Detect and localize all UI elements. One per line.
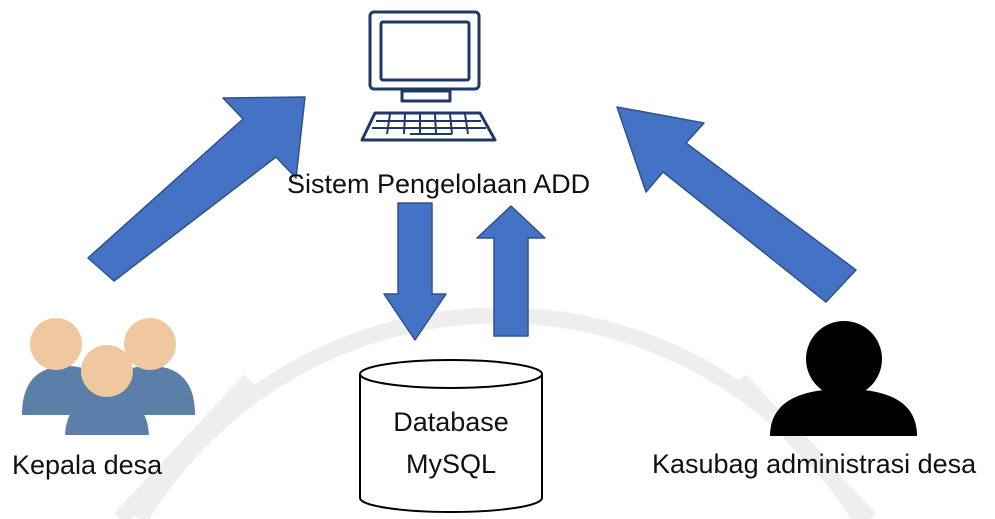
actor-left-label: Kepala desa bbox=[12, 450, 163, 480]
desktop-computer-icon bbox=[360, 10, 497, 142]
actor-right-label: Kasubag administrasi desa bbox=[652, 449, 977, 479]
system-label: Sistem Pengelolaan ADD bbox=[287, 169, 591, 199]
arrow-kasubag-to-system bbox=[616, 106, 857, 303]
database-label-line1: Database bbox=[393, 407, 509, 437]
database-cylinder-icon bbox=[359, 359, 543, 513]
arrow-system-to-database bbox=[383, 202, 447, 341]
user-silhouette-icon bbox=[770, 321, 917, 436]
arrow-database-to-system bbox=[476, 205, 546, 337]
database-label-line2: MySQL bbox=[405, 449, 497, 479]
arrow-kepala-to-system bbox=[87, 96, 306, 282]
user-group-icon bbox=[22, 318, 195, 435]
